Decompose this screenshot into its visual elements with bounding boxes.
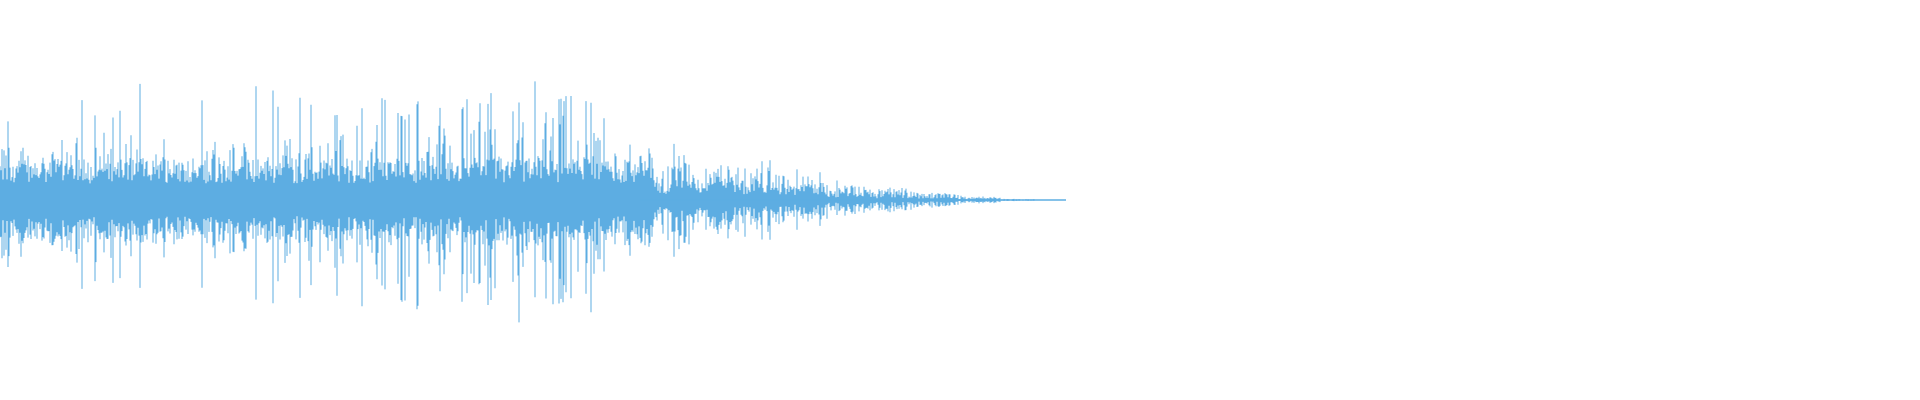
waveform-core bbox=[0, 184, 640, 216]
waveform-bars bbox=[0, 81, 1066, 323]
